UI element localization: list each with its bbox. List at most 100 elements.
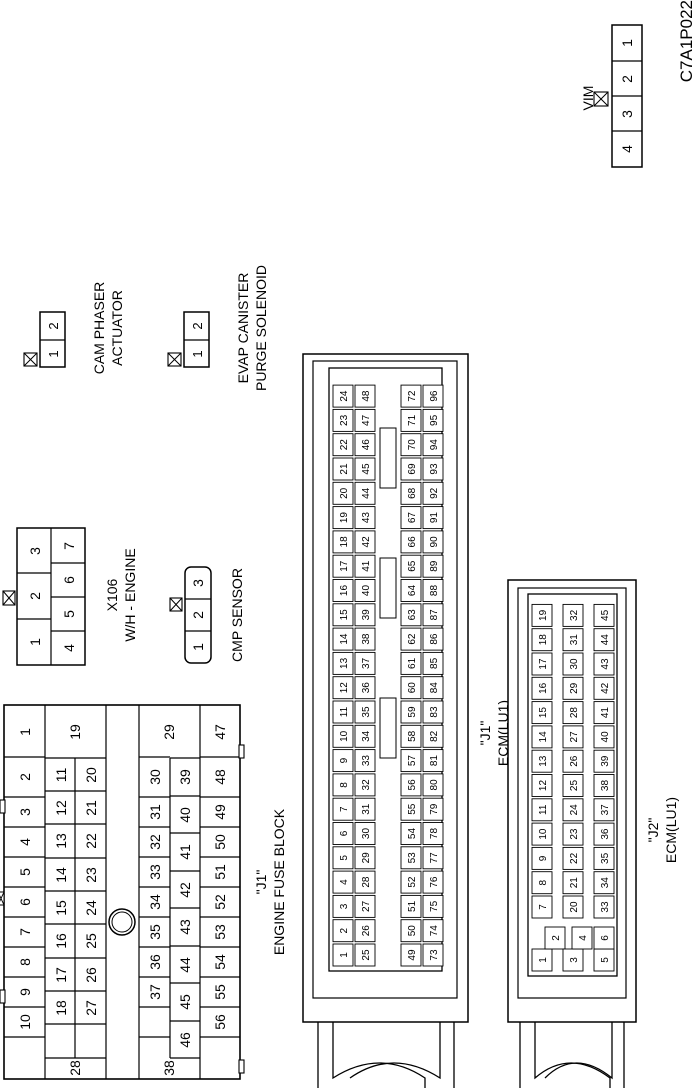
ecm-j1-pin xyxy=(354,651,376,675)
ecm-j1-pin-number: 46 xyxy=(361,439,372,451)
fuse-cavity-21: 21 xyxy=(83,800,99,816)
ecm-j1-pin-number: 72 xyxy=(407,390,418,402)
ecm-j1-pin xyxy=(422,870,444,894)
x106-pin-4: 4 xyxy=(61,644,77,652)
ecm-j2-pin-number: 43 xyxy=(600,658,611,670)
ecm-j1-connector: 1234567891011121314151617181920212223242… xyxy=(302,353,511,1088)
ecm-j1-pin xyxy=(354,919,376,943)
ecm-j2-pin xyxy=(562,895,584,919)
ecm-j2-pin-number: 26 xyxy=(569,755,580,767)
ecm-j1-pin-number: 77 xyxy=(429,852,440,864)
ecm-j2-pin xyxy=(531,603,553,627)
ecm-j1-pin xyxy=(354,554,376,578)
ecm-j2-pin-number: 2 xyxy=(551,935,562,941)
ecm-j1-pin-number: 12 xyxy=(339,682,350,694)
ecm-j1-pin xyxy=(332,408,354,432)
ecm-j1-pin xyxy=(400,603,422,627)
fuse-cavity-45: 45 xyxy=(177,994,193,1010)
ecm-j1-pin xyxy=(400,870,422,894)
fuse-cavity-1: 1 xyxy=(17,728,33,736)
ecm-j1-pin xyxy=(332,870,354,894)
ecm-j1-pin xyxy=(332,481,354,505)
fuse-cavity-12: 12 xyxy=(53,800,69,816)
ecm-j1-pin xyxy=(400,919,422,943)
ecm-j1-pin-number: 90 xyxy=(429,536,440,548)
ecm-j1-pin-number: 26 xyxy=(361,925,372,937)
ecm-j1-pin xyxy=(354,894,376,918)
fuse-cavity-14: 14 xyxy=(53,867,69,883)
ecm-j2-pin-number: 19 xyxy=(538,609,549,621)
ecm-j2-pin-number: 21 xyxy=(569,877,580,889)
ecm-j1-pin-number: 63 xyxy=(407,609,418,621)
fuse-cavity-8: 8 xyxy=(17,958,33,966)
ecm-j1-pin-number: 36 xyxy=(361,682,372,694)
ecm-j1-pin-number: 39 xyxy=(361,609,372,621)
ecm-j1-pin xyxy=(400,749,422,773)
ecm-j1-pin xyxy=(332,384,354,408)
ecm-j2-pin-number: 27 xyxy=(569,731,580,743)
ecm-j1-pin-number: 73 xyxy=(429,949,440,961)
ecm-j1-pin-number: 65 xyxy=(407,560,418,572)
ecm-j2-pin xyxy=(562,676,584,700)
cam-phaser-pin-1: 1 xyxy=(46,350,61,357)
ecm-j2-pin-number: 12 xyxy=(538,780,549,792)
ecm-j2-pin xyxy=(593,701,615,725)
fuse-cavity-55: 55 xyxy=(212,984,228,1000)
ecm-j1-pin-number: 9 xyxy=(339,757,350,763)
ecm-j1-pin xyxy=(354,627,376,651)
ecm-j1-pin xyxy=(422,457,444,481)
ecm-j1-pin-number: 68 xyxy=(407,487,418,499)
ecm-j2-pin xyxy=(531,798,553,822)
fuse-cavity-49: 49 xyxy=(212,804,228,820)
ecm-j2-pin-number: 39 xyxy=(600,755,611,767)
ecm-j1-pin-number: 42 xyxy=(361,536,372,548)
ecm-j1-pin-number: 71 xyxy=(407,414,418,426)
ecm-j1-pin xyxy=(422,530,444,554)
fuse-cavity-25: 25 xyxy=(83,933,99,949)
ecm-j1-pin-number: 13 xyxy=(339,657,350,669)
ecm-j2-pin xyxy=(593,628,615,652)
ecm-j1-pin xyxy=(400,894,422,918)
fuse-cavity-35: 35 xyxy=(147,924,163,940)
fuse-cavity-39: 39 xyxy=(177,769,193,785)
evap-connector: 1 2 EVAP CANISTER PURGE SOLENOID xyxy=(167,265,269,391)
ecm-j1-pin-number: 82 xyxy=(429,730,440,742)
fuse-cavity-38: 38 xyxy=(161,1060,177,1076)
fuse-block-mounting-hole xyxy=(108,908,136,936)
ecm-j2-pin-number: 11 xyxy=(538,804,549,815)
ecm-j1-pin xyxy=(422,894,444,918)
engine-fuse-block: 1 2 3 4 5 6 7 8 9 10 19 11 12 13 14 15 1… xyxy=(0,704,287,1080)
ecm-j2-pin-number: 41 xyxy=(600,707,611,719)
ecm-j1-pin xyxy=(422,603,444,627)
ecm-j1-pin xyxy=(332,433,354,457)
ecm-j1-pin-number: 41 xyxy=(361,560,372,572)
ecm-j1-pin xyxy=(354,481,376,505)
ecm-j1-pin xyxy=(422,481,444,505)
ecm-j1-pin-number: 51 xyxy=(407,900,418,912)
ecm-j1-pin xyxy=(332,627,354,651)
ecm-j1-pin xyxy=(332,919,354,943)
ecm-j1-pin xyxy=(354,749,376,773)
ecm-j1-pin-number: 10 xyxy=(339,730,350,742)
ecm-j2-pin-number: 35 xyxy=(600,852,611,864)
ecm-j1-pin xyxy=(354,408,376,432)
ecm-j2-pin xyxy=(562,822,584,846)
ecm-j1-pin xyxy=(354,846,376,870)
ecm-j1-pin-number: 14 xyxy=(339,633,350,645)
ecm-j1-pin-number: 75 xyxy=(429,900,440,912)
ecm-j1-pin xyxy=(400,408,422,432)
ecm-j2-pin xyxy=(531,895,553,919)
ecm-j1-pin-number: 78 xyxy=(429,828,440,840)
fuse-cavity-26: 26 xyxy=(83,967,99,983)
ecm-j2-pin-number: 6 xyxy=(600,935,611,941)
fuse-cavity-53: 53 xyxy=(212,924,228,940)
ecm-j2-pin xyxy=(562,871,584,895)
ecm-j1-pin-number: 96 xyxy=(429,390,440,402)
ecm-j2-pin xyxy=(562,846,584,870)
ecm-j1-pin xyxy=(422,627,444,651)
ecm-j1-pin-number: 92 xyxy=(429,487,440,499)
ecm-j1-pin-grid: 1234567891011121314151617181920212223242… xyxy=(332,384,444,967)
ecm-j1-pin xyxy=(400,627,422,651)
